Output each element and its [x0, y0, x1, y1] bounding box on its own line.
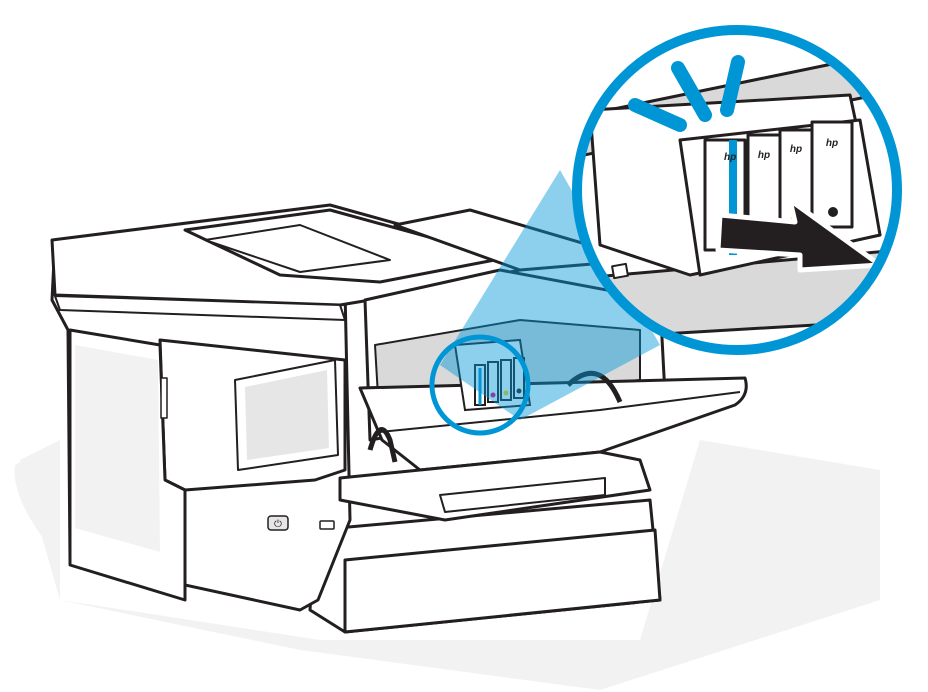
cartridge-logo: hp	[724, 152, 736, 163]
cartridge-logo: hp	[826, 138, 838, 149]
door-handle-right	[566, 370, 623, 403]
lid-rim	[54, 295, 346, 321]
zoom-small-slot	[611, 262, 629, 280]
output-tray	[338, 450, 652, 522]
zoom-cone	[440, 170, 660, 420]
side-panel-shade	[75, 345, 160, 552]
floor-shadow	[20, 440, 880, 690]
zoom-cartridge-black: hp	[810, 120, 854, 229]
zoom-circle	[572, 25, 902, 355]
cartridge-carriage-small	[453, 338, 532, 412]
touchscreen	[245, 370, 329, 460]
push-arrow-icon	[715, 197, 883, 273]
power-button	[267, 515, 289, 531]
motion-lines-icon	[628, 55, 745, 132]
door-handle-left	[367, 427, 398, 463]
tray-front	[343, 528, 662, 634]
cartridge-logo: hp	[758, 150, 770, 161]
side-slot	[160, 377, 168, 419]
output-tray-handle	[439, 477, 606, 513]
power-icon: ⏻	[274, 519, 282, 530]
feeder-slot	[204, 224, 391, 273]
usb-port	[319, 520, 335, 530]
zoom-source-circle	[429, 334, 531, 436]
cartridge-logo: hp	[790, 144, 802, 155]
floor-shadow-left	[14, 440, 60, 560]
